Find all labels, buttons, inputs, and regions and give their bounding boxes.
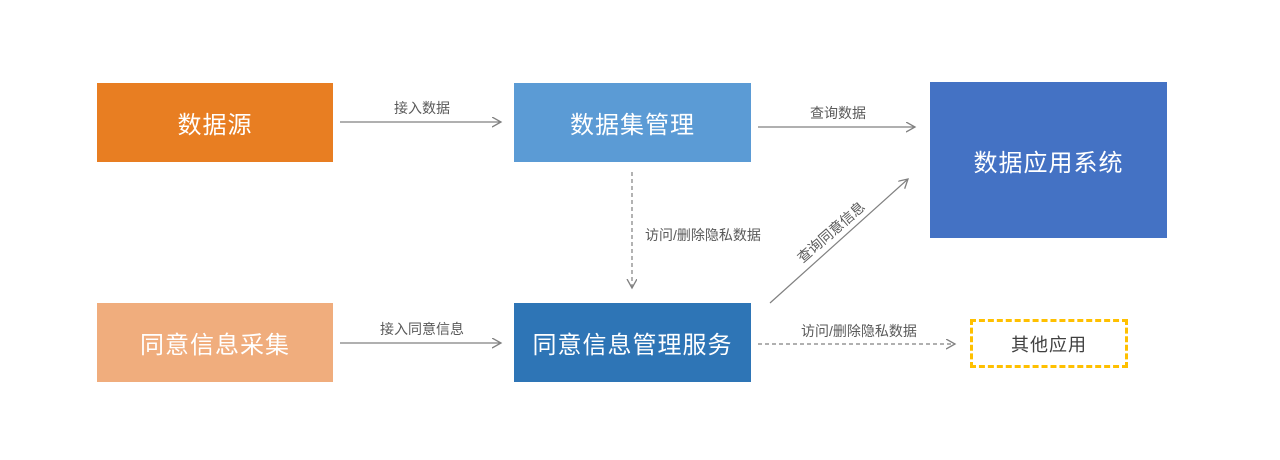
- node-data-application-system: 数据应用系统: [930, 82, 1167, 238]
- edge-label-access-consent-info: 接入同意信息: [380, 321, 464, 337]
- node-data-application-system-label: 数据应用系统: [973, 149, 1124, 177]
- node-other-applications: 其他应用: [970, 319, 1128, 368]
- node-data-source: 数据源: [97, 83, 333, 162]
- edge-label-access-data: 接入数据: [394, 100, 450, 116]
- edge-label-query-data: 查询数据: [810, 105, 866, 121]
- node-consent-management-service: 同意信息管理服务: [514, 303, 751, 382]
- node-other-applications-label: 其他应用: [1011, 334, 1087, 355]
- edge-query-consent-arrow: [769, 179, 908, 304]
- node-data-source-label: 数据源: [177, 112, 253, 139]
- node-dataset-management-label: 数据集管理: [570, 112, 695, 139]
- edge-label-access-delete-private-data-right: 访问/删除隐私数据: [801, 323, 917, 339]
- node-consent-collection: 同意信息采集: [97, 303, 333, 382]
- node-dataset-management: 数据集管理: [514, 83, 751, 162]
- edge-label-access-delete-private-data-down: 访问/删除隐私数据: [645, 227, 761, 243]
- node-consent-management-service-label: 同意信息管理服务: [532, 332, 733, 359]
- node-consent-collection-label: 同意信息采集: [140, 332, 290, 359]
